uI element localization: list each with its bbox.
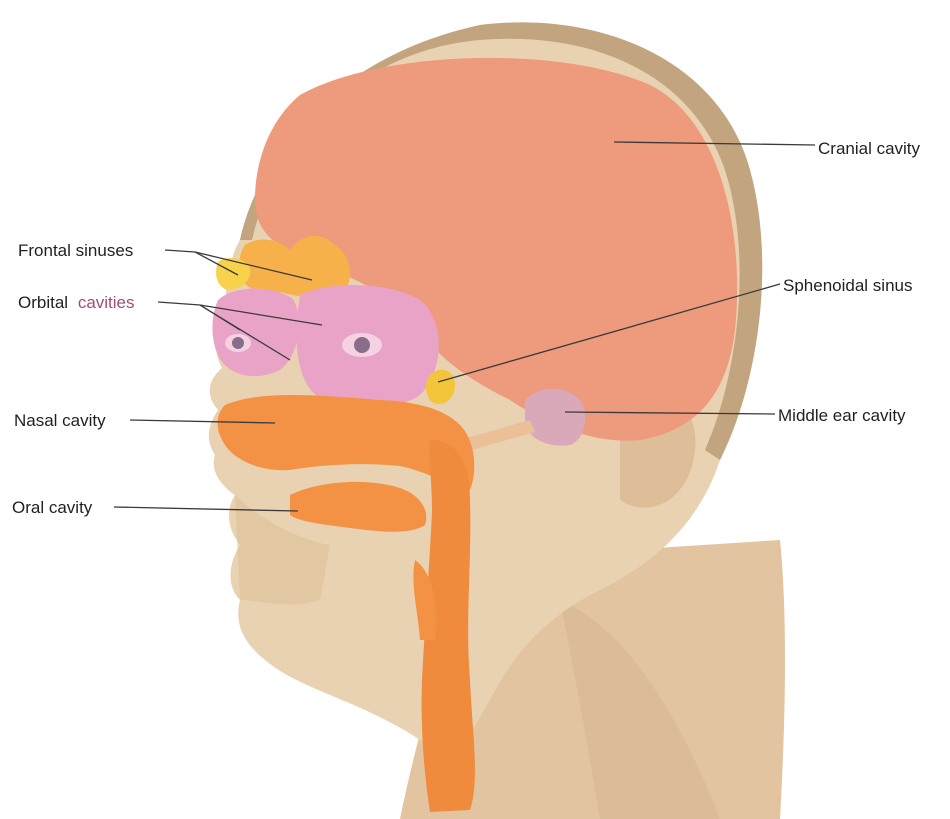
orbital-cavities-label: Orbital cavities	[18, 293, 135, 312]
middle-ear-cavity-region	[525, 389, 585, 446]
cranial-cavity-label: Cranial cavity	[818, 139, 921, 158]
orbital-cavities-leader	[158, 302, 200, 305]
orbital-cavity-left	[212, 288, 299, 376]
oral-cavity-label: Oral cavity	[12, 498, 93, 517]
nasal-cavity-label: Nasal cavity	[14, 411, 106, 430]
sphenoidal-sinus-label: Sphenoidal sinus	[783, 276, 912, 295]
orbital-label-part1: Orbital	[18, 293, 68, 312]
frontal-sinuses-label: Frontal sinuses	[18, 241, 133, 260]
frontal-sinuses-leader	[165, 250, 195, 252]
middle-ear-cavity-label: Middle ear cavity	[778, 406, 906, 425]
orbital-label-part2: cavities	[78, 293, 135, 312]
iris-right	[354, 337, 370, 353]
iris-left	[232, 337, 244, 349]
